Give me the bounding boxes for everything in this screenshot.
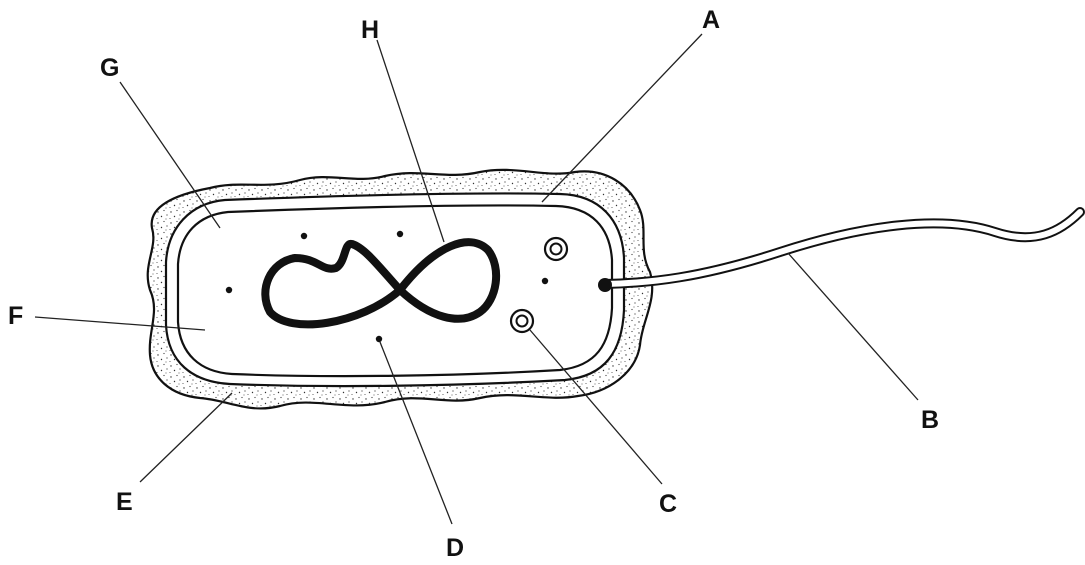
plasmid-lower	[511, 310, 533, 332]
flagellum	[605, 212, 1080, 284]
leader-b	[788, 253, 918, 400]
label-g: G	[100, 54, 119, 82]
ribosome-dot	[397, 231, 403, 237]
leader-a	[542, 34, 702, 202]
ribosome-dot	[542, 278, 548, 284]
ribosome-dot	[226, 287, 232, 293]
ribosome-dot	[301, 233, 307, 239]
basal-body	[598, 278, 612, 292]
label-e: E	[116, 488, 133, 516]
plasmid-upper	[545, 238, 567, 260]
label-a: A	[702, 6, 720, 34]
ribosome-dot	[376, 336, 382, 342]
label-c: C	[659, 490, 677, 518]
label-b: B	[921, 406, 939, 434]
leader-e	[140, 393, 232, 482]
label-h: H	[361, 16, 379, 44]
label-d: D	[446, 534, 464, 562]
label-f: F	[8, 302, 23, 330]
